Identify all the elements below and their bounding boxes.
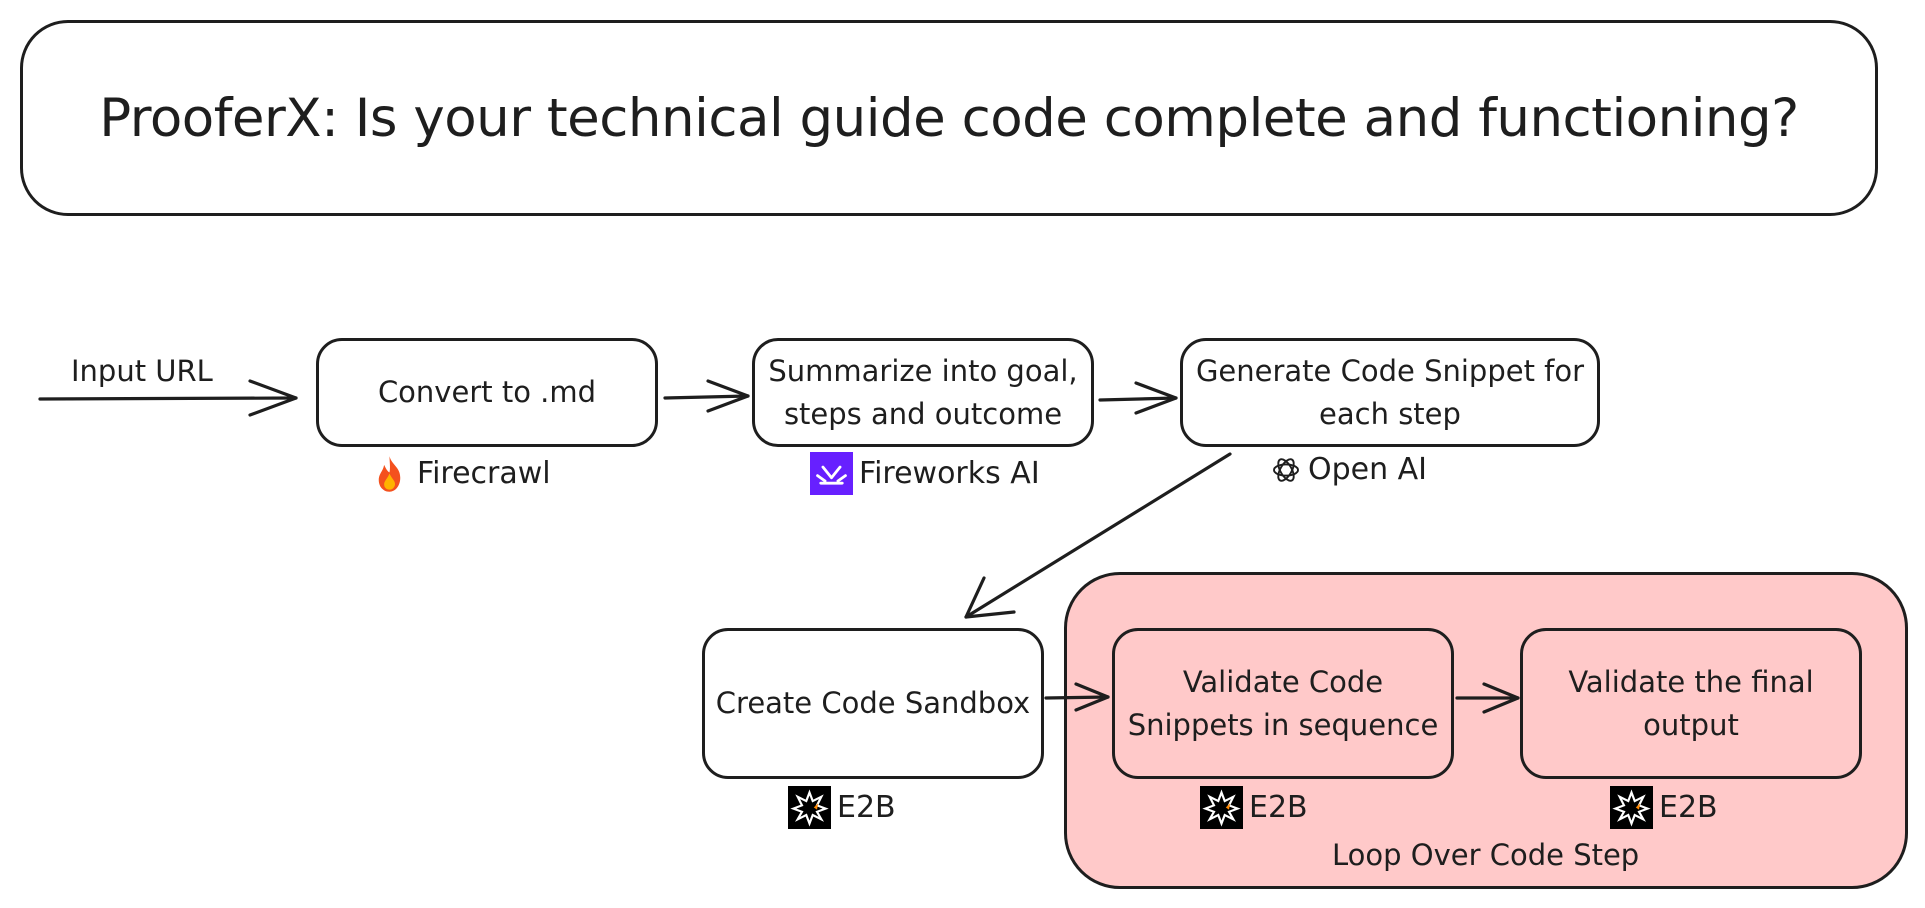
provider-fireworks: Fireworks AI: [810, 452, 1040, 495]
provider-e2b-sandbox-label: E2B: [837, 790, 896, 825]
provider-e2b-validate-output-label: E2B: [1659, 790, 1718, 825]
arrow-summarize-to-generate: [1098, 381, 1178, 415]
step-convert-label: Convert to .md: [377, 375, 597, 409]
provider-e2b-validate-snippets: E2B: [1200, 786, 1308, 829]
arrow-input-to-convert: [38, 379, 298, 417]
input-url-label: Input URL: [71, 354, 213, 388]
arrow-generate-to-sandbox: [964, 452, 1232, 619]
step-validate-output-box: Validate the final output: [1520, 628, 1862, 779]
provider-fireworks-label: Fireworks AI: [859, 456, 1040, 491]
provider-e2b-sandbox: E2B: [788, 786, 896, 829]
step-validate-snippets-label: Validate Code Snippets in sequence: [1127, 664, 1439, 742]
diagram-title: ProoferX: Is your technical guide code c…: [99, 87, 1799, 149]
openai-logo-icon: [1270, 454, 1302, 486]
provider-openai-label: Open AI: [1308, 452, 1428, 487]
fireworks-logo-icon: [810, 452, 853, 495]
step-sandbox-label: Create Code Sandbox: [715, 686, 1031, 720]
provider-e2b-validate-output: E2B: [1610, 786, 1718, 829]
step-validate-output-label: Validate the final output: [1568, 664, 1814, 742]
arrow-convert-to-summarize: [663, 379, 750, 413]
fire-icon: [368, 452, 411, 495]
e2b-logo-icon: [1200, 786, 1243, 829]
title-box: ProoferX: Is your technical guide code c…: [20, 20, 1878, 216]
loop-label: Loop Over Code Step: [1332, 838, 1640, 872]
step-generate-box: Generate Code Snippet for each step: [1180, 338, 1600, 447]
provider-firecrawl-label: Firecrawl: [417, 456, 551, 491]
step-validate-snippets-box: Validate Code Snippets in sequence: [1112, 628, 1454, 779]
step-generate-label: Generate Code Snippet for each step: [1195, 353, 1585, 431]
e2b-logo-icon: [1610, 786, 1653, 829]
step-summarize-box: Summarize into goal, steps and outcome: [752, 338, 1094, 447]
arrow-sandbox-to-validate-snippets: [1044, 682, 1110, 712]
step-sandbox-box: Create Code Sandbox: [702, 628, 1044, 779]
provider-e2b-validate-snippets-label: E2B: [1249, 790, 1308, 825]
provider-openai: Open AI: [1270, 452, 1427, 487]
step-summarize-label: Summarize into goal, steps and outcome: [768, 353, 1078, 431]
provider-firecrawl: Firecrawl: [368, 452, 551, 495]
arrow-validate-snippets-to-validate-output: [1455, 682, 1520, 714]
e2b-logo-icon: [788, 786, 831, 829]
step-convert-box: Convert to .md: [316, 338, 658, 447]
